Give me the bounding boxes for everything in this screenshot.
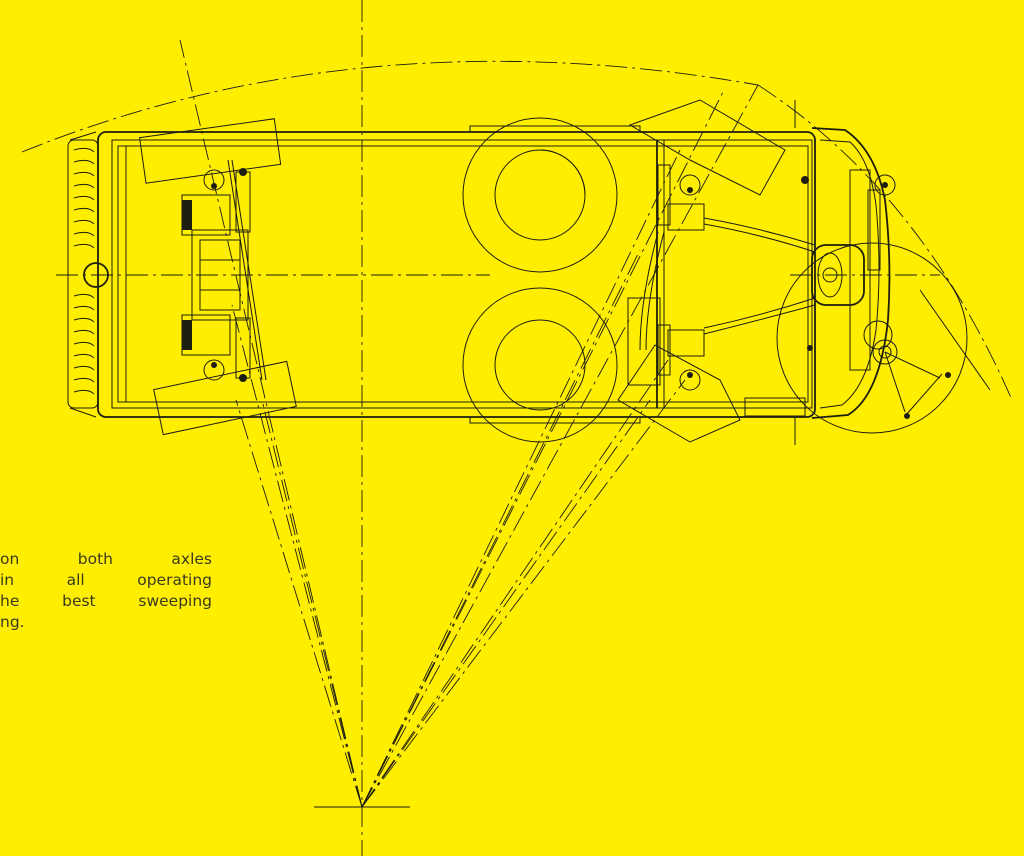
- caption-line: he best sweeping: [0, 592, 212, 610]
- rear-wheel-top: [139, 118, 282, 184]
- front-cab: [794, 100, 891, 445]
- suction-hose: [67, 139, 109, 409]
- front-axle: [617, 99, 816, 443]
- steering-unit: [776, 174, 991, 434]
- side-brushes: [462, 117, 618, 443]
- turning-radius-arcs: [21, 60, 1013, 401]
- steering-radius-lines: [179, 39, 759, 808]
- caption-line: on both axles: [0, 550, 212, 568]
- caption-text: on both axles in all operating he best s…: [0, 549, 212, 633]
- rear-wheel-bottom: [153, 360, 297, 436]
- caption-line: in all operating: [0, 571, 212, 589]
- caption-line: ng.: [0, 613, 25, 631]
- vehicle-body: [69, 125, 816, 424]
- rear-axle: [181, 159, 267, 382]
